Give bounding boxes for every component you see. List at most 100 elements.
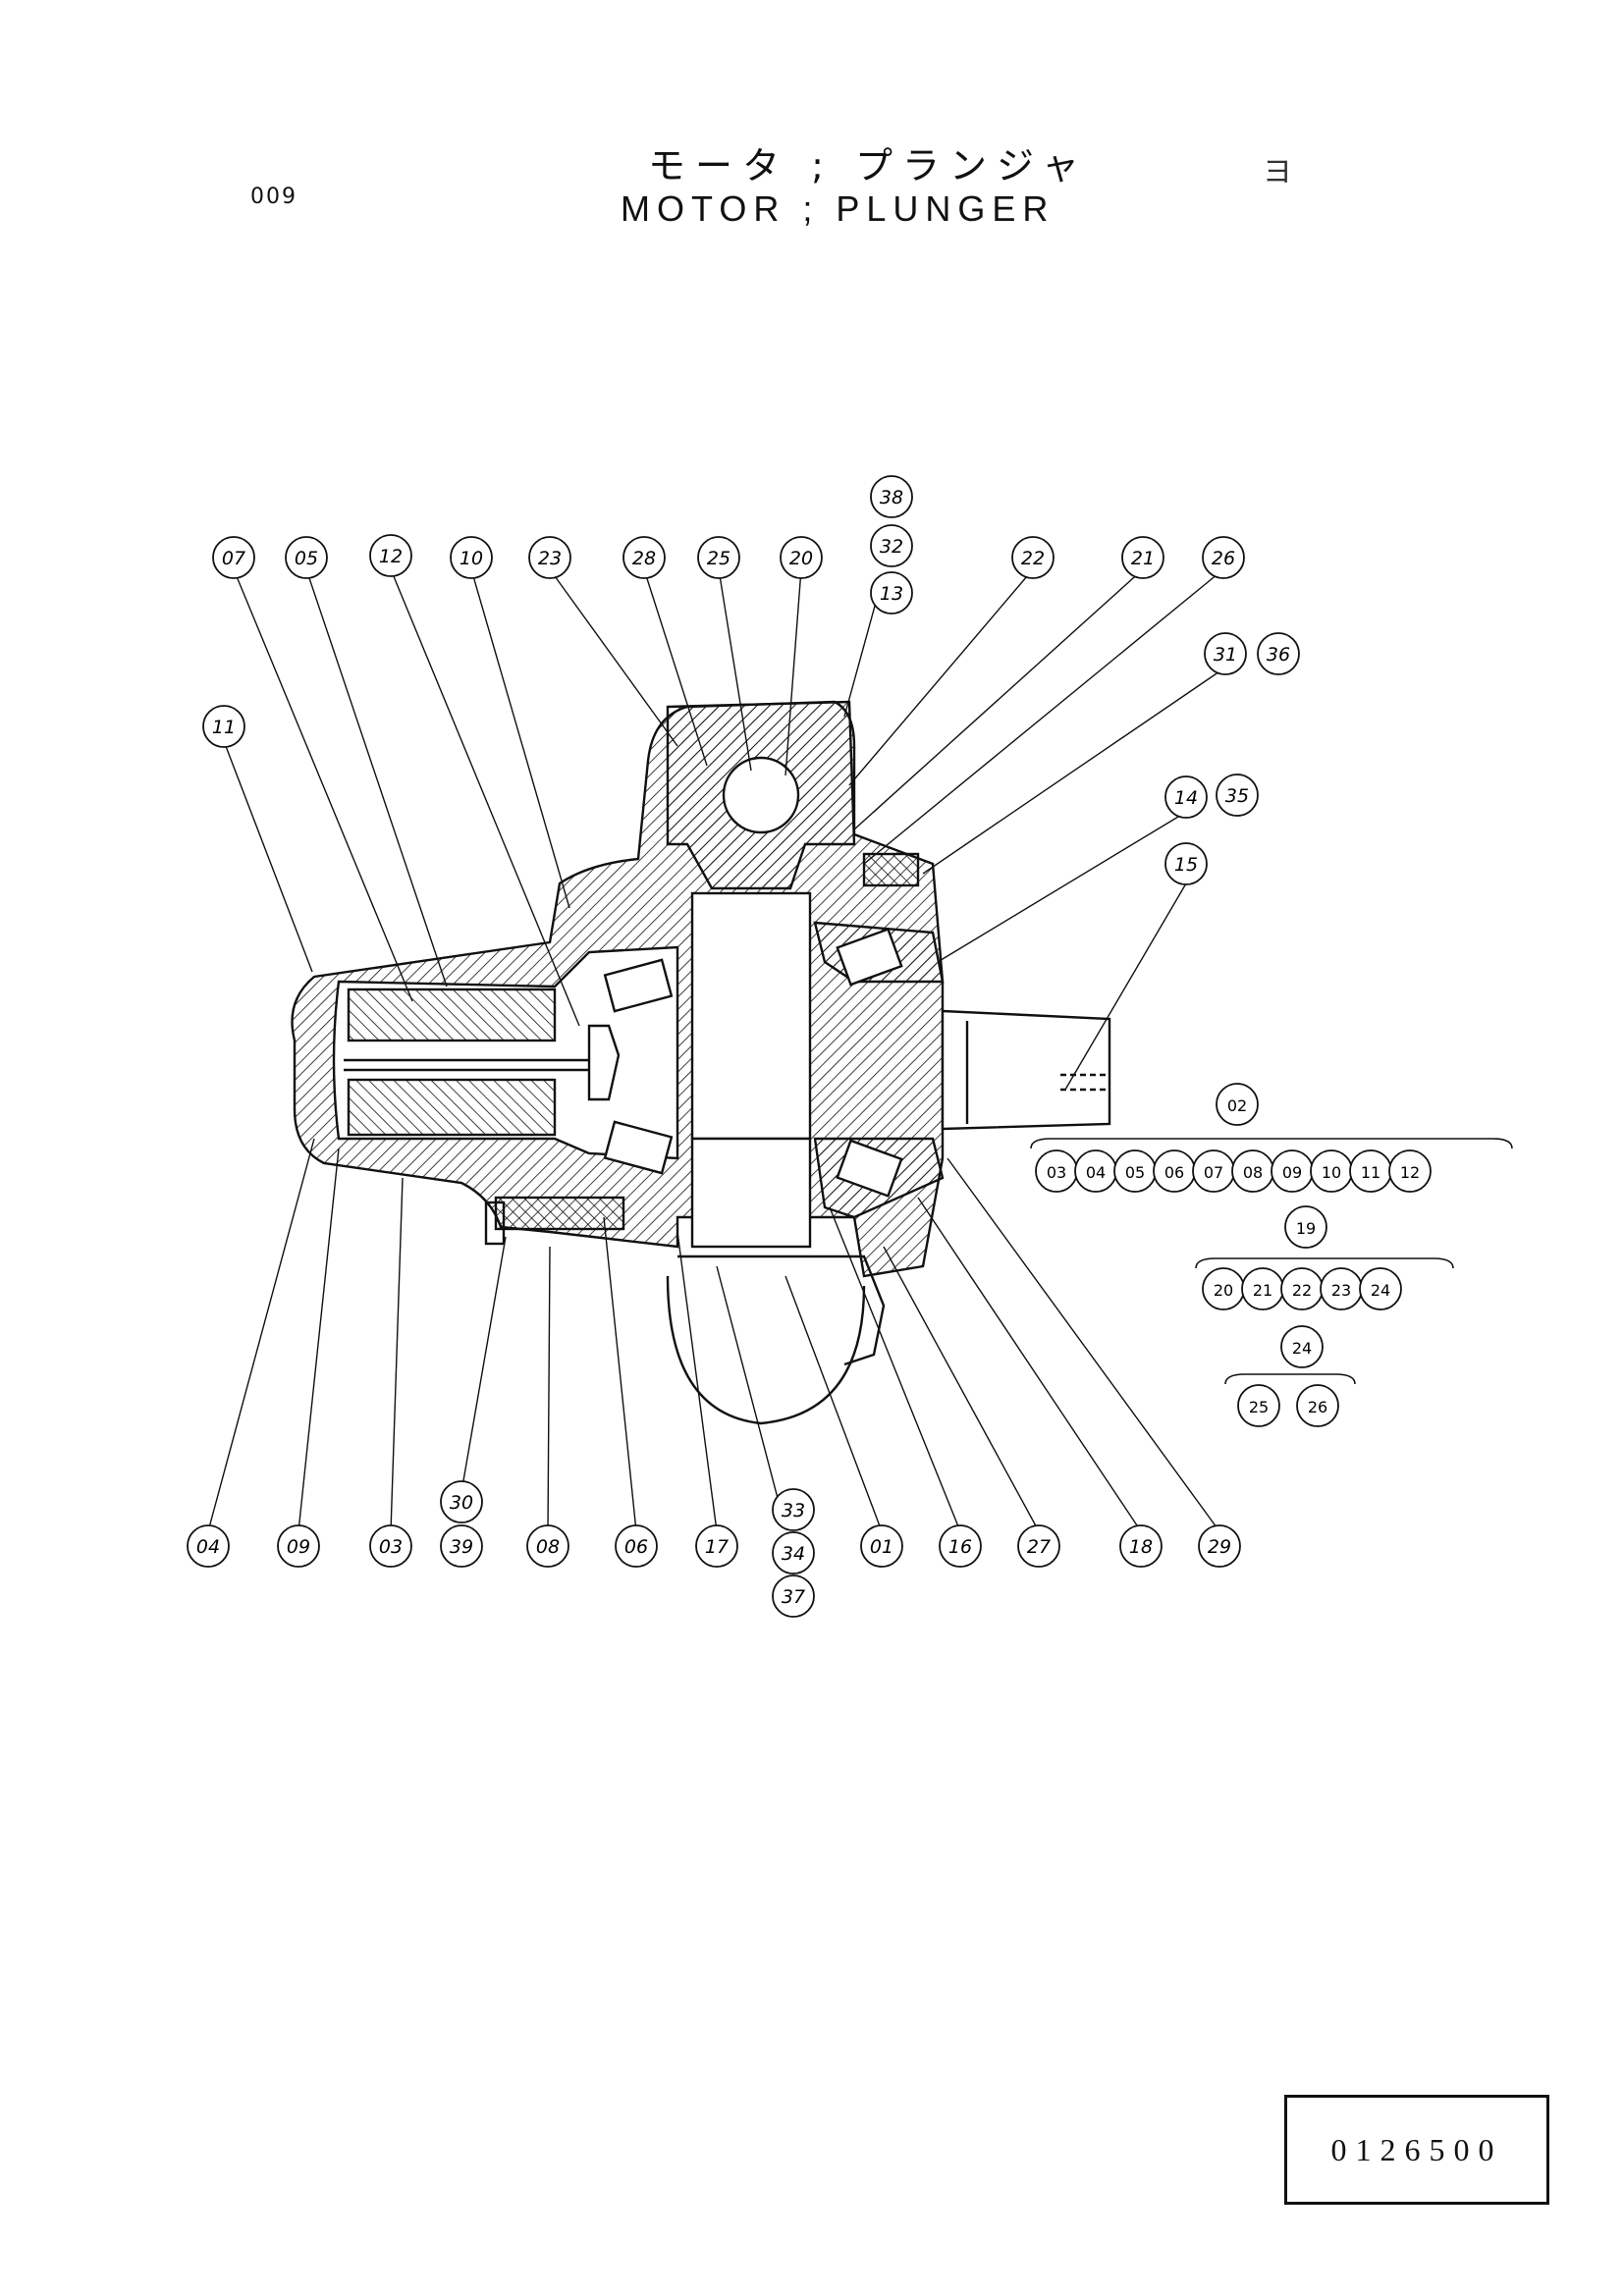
callout-label: 09 bbox=[287, 1536, 310, 1558]
callout-label: 01 bbox=[870, 1536, 893, 1558]
callout-39: 39 bbox=[440, 1524, 483, 1568]
assembly-bracket bbox=[1030, 1138, 1513, 1149]
output-shaft bbox=[941, 1009, 1111, 1131]
drawing-number: 0126500 bbox=[1330, 2131, 1503, 2167]
callout-label: 04 bbox=[196, 1536, 220, 1558]
callout-label: 20 bbox=[1214, 1281, 1233, 1300]
callout-29: 29 bbox=[1198, 1524, 1241, 1568]
callout-label: 36 bbox=[1267, 644, 1290, 666]
callout-label: 35 bbox=[1225, 785, 1249, 807]
callout-label: 12 bbox=[1400, 1163, 1420, 1182]
callout-28: 28 bbox=[622, 536, 666, 579]
callout-label: 24 bbox=[1371, 1281, 1390, 1300]
callout-label: 14 bbox=[1174, 787, 1198, 809]
callout-03: 03 bbox=[1035, 1149, 1078, 1193]
callout-label: 21 bbox=[1131, 548, 1155, 569]
callout-05: 05 bbox=[1113, 1149, 1157, 1193]
callout-30: 30 bbox=[440, 1480, 483, 1523]
callout-13: 13 bbox=[870, 571, 913, 614]
corner-mark: ヨ bbox=[1263, 155, 1292, 189]
leader-lines bbox=[207, 568, 1226, 1532]
callout-20: 20 bbox=[1202, 1267, 1245, 1310]
callout-label: 16 bbox=[948, 1536, 972, 1558]
callout-17: 17 bbox=[695, 1524, 738, 1568]
callout-09: 09 bbox=[1271, 1149, 1314, 1193]
callout-20: 20 bbox=[780, 536, 823, 579]
callout-36: 36 bbox=[1257, 632, 1300, 675]
callout-label: 13 bbox=[880, 583, 903, 605]
callout-label: 05 bbox=[1125, 1163, 1145, 1182]
callout-23: 23 bbox=[1320, 1267, 1363, 1310]
callout-12: 12 bbox=[369, 534, 412, 577]
callout-01: 01 bbox=[860, 1524, 903, 1568]
callout-label: 07 bbox=[222, 548, 245, 569]
callout-06: 06 bbox=[615, 1524, 658, 1568]
plunger-bore-lower bbox=[347, 1078, 557, 1137]
callout-08: 08 bbox=[1231, 1149, 1274, 1193]
callout-label: 32 bbox=[880, 536, 903, 558]
callout-label: 29 bbox=[1208, 1536, 1231, 1558]
callout-label: 25 bbox=[707, 548, 730, 569]
callout-38: 38 bbox=[870, 475, 913, 518]
callout-label: 11 bbox=[1361, 1163, 1380, 1182]
callout-26: 26 bbox=[1296, 1384, 1339, 1427]
callout-label: 25 bbox=[1249, 1398, 1269, 1416]
callout-label: 23 bbox=[1331, 1281, 1351, 1300]
callout-22: 22 bbox=[1280, 1267, 1324, 1310]
callout-label: 38 bbox=[880, 487, 903, 508]
callout-07: 07 bbox=[212, 536, 255, 579]
callout-31: 31 bbox=[1204, 632, 1247, 675]
callout-11: 11 bbox=[202, 705, 245, 748]
motor-cross-section bbox=[291, 700, 1111, 1425]
callout-09: 09 bbox=[277, 1524, 320, 1568]
callout-24: 24 bbox=[1280, 1325, 1324, 1368]
plug-screw bbox=[862, 852, 920, 887]
callout-label: 19 bbox=[1296, 1219, 1316, 1238]
callout-23: 23 bbox=[528, 536, 571, 579]
callout-10: 10 bbox=[1310, 1149, 1353, 1193]
callout-label: 03 bbox=[379, 1536, 403, 1558]
drawing-number-box: 0126500 bbox=[1284, 2095, 1549, 2205]
swash-plate bbox=[587, 1024, 621, 1101]
callout-37: 37 bbox=[772, 1575, 815, 1618]
callout-label: 10 bbox=[1322, 1163, 1341, 1182]
callout-21: 21 bbox=[1241, 1267, 1284, 1310]
callout-label: 10 bbox=[460, 548, 483, 569]
callout-25: 25 bbox=[697, 536, 740, 579]
callout-11: 11 bbox=[1349, 1149, 1392, 1193]
callout-08: 08 bbox=[526, 1524, 569, 1568]
callout-label: 26 bbox=[1308, 1398, 1327, 1416]
callout-label: 12 bbox=[379, 546, 403, 567]
callout-label: 26 bbox=[1212, 548, 1235, 569]
taper-bearing-upper bbox=[836, 928, 903, 987]
callout-label: 30 bbox=[450, 1492, 473, 1514]
callout-label: 27 bbox=[1027, 1536, 1051, 1558]
callout-33: 33 bbox=[772, 1488, 815, 1531]
callout-15: 15 bbox=[1164, 842, 1208, 885]
callout-35: 35 bbox=[1216, 774, 1259, 817]
callout-label: 17 bbox=[705, 1536, 729, 1558]
callout-06: 06 bbox=[1153, 1149, 1196, 1193]
callout-12: 12 bbox=[1388, 1149, 1432, 1193]
callout-04: 04 bbox=[1074, 1149, 1117, 1193]
mounting-bolt bbox=[494, 1196, 625, 1231]
callout-03: 03 bbox=[369, 1524, 412, 1568]
callout-label: 24 bbox=[1292, 1339, 1312, 1358]
assembly-bracket bbox=[1195, 1257, 1454, 1269]
central-shaft bbox=[690, 891, 812, 1141]
callout-label: 18 bbox=[1129, 1536, 1153, 1558]
bottom-dome bbox=[666, 1275, 866, 1425]
callout-05: 05 bbox=[285, 536, 328, 579]
callout-18: 18 bbox=[1119, 1524, 1163, 1568]
callout-label: 34 bbox=[782, 1543, 805, 1565]
callout-label: 31 bbox=[1214, 644, 1237, 666]
callout-label: 02 bbox=[1227, 1096, 1247, 1115]
callout-label: 28 bbox=[632, 548, 656, 569]
page-number: 009 bbox=[250, 185, 298, 209]
callout-04: 04 bbox=[187, 1524, 230, 1568]
callout-label: 08 bbox=[536, 1536, 560, 1558]
callout-21: 21 bbox=[1121, 536, 1164, 579]
callout-label: 06 bbox=[1164, 1163, 1184, 1182]
